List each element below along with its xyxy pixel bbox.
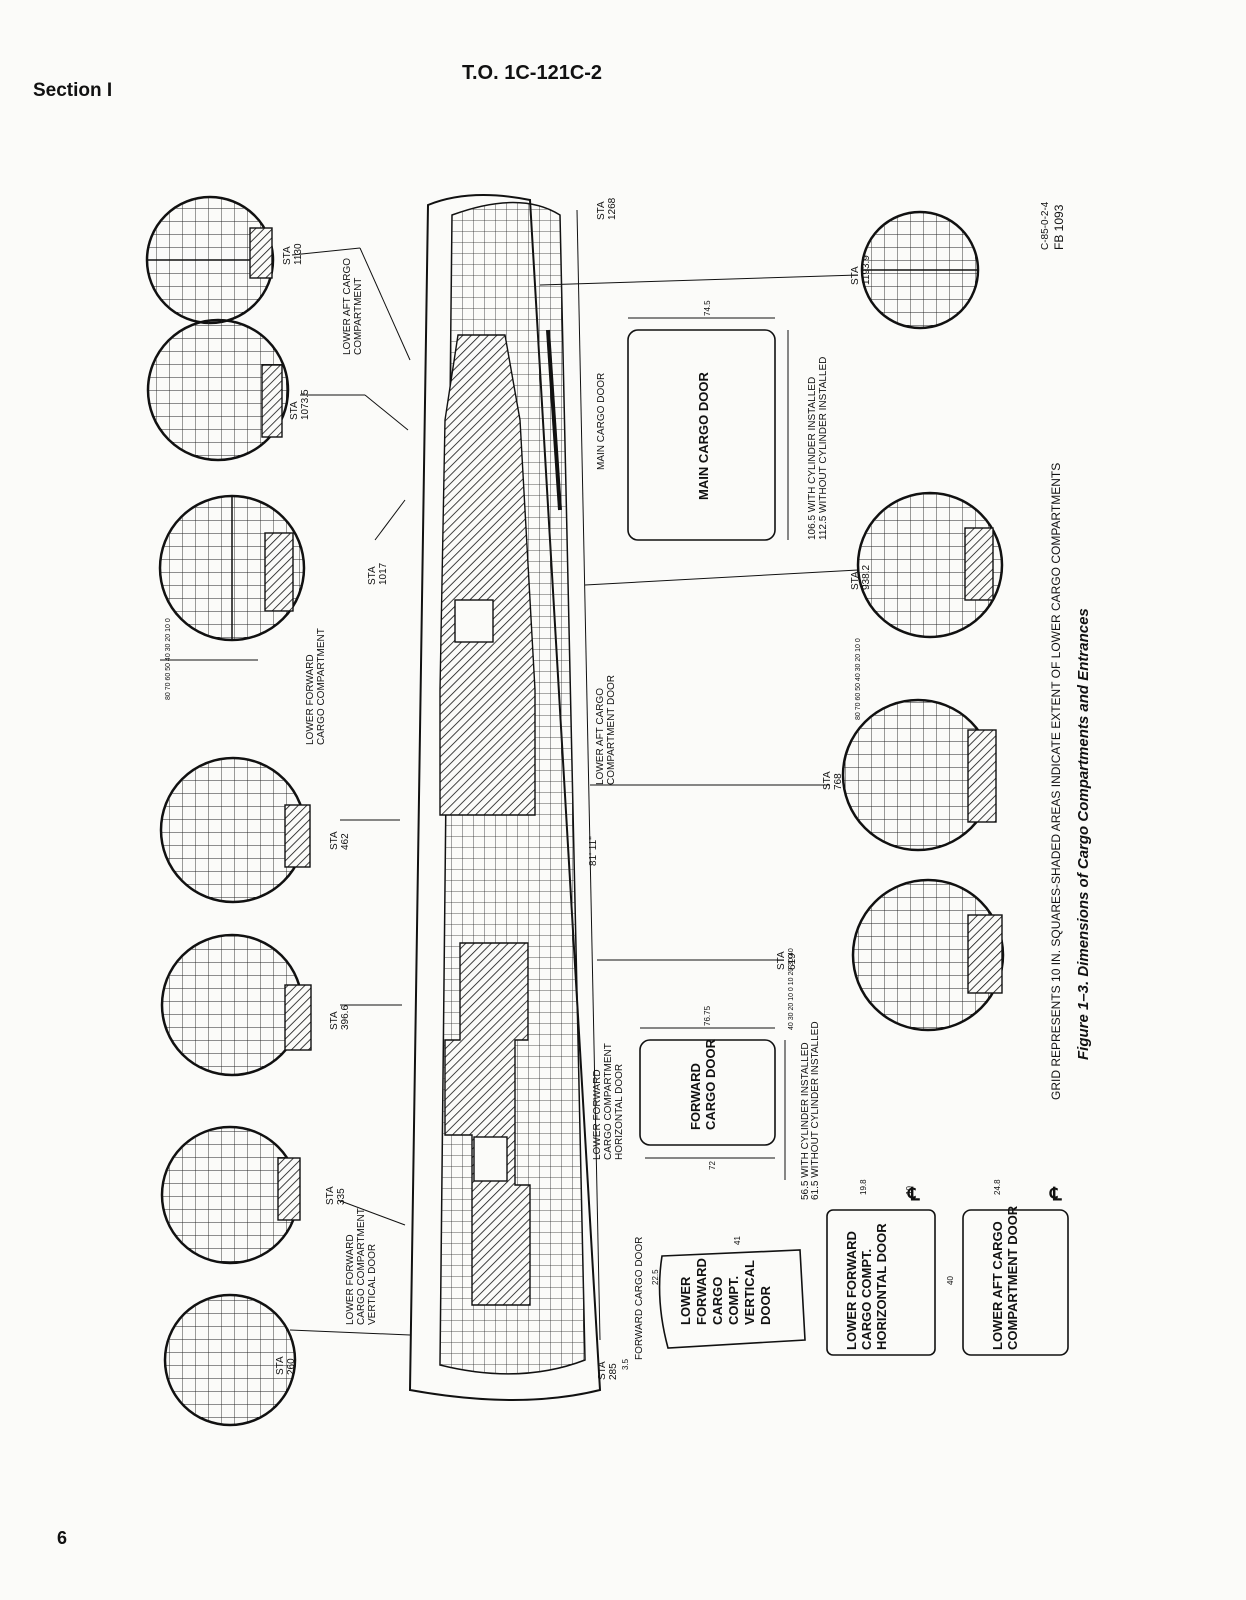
lower-fwd-horizontal-door-label: LOWER FORWARDCARGO COMPT.HORIZONTAL DOOR	[844, 1223, 889, 1350]
lower-fwd-vertical-door-detail: LOWERFORWARDCARGOCOMPT.VERTICALDOOR 22.5…	[621, 1236, 806, 1370]
lh-dim-10: 10	[905, 1186, 914, 1195]
fuselage-plan-view: 81' 11"	[408, 194, 602, 1401]
figure-caption: Figure 1–3. Dimensions of Cargo Compartm…	[1075, 608, 1092, 1060]
section-sta-1017: STA1017	[158, 494, 389, 642]
callout-lower-fwd-vertical-door: LOWER FORWARDCARGO COMPARTMENTVERTICAL D…	[345, 1208, 378, 1325]
sta-1268-label: STA1268	[596, 197, 618, 220]
main-door-label: MAIN CARGO DOOR	[696, 372, 711, 500]
section-sta-619: STA619	[776, 878, 1005, 1032]
sta-938-label: STA938.2	[850, 565, 872, 590]
callout-lower-aft-compartment: LOWER AFT CARGOCOMPARTMENT	[342, 258, 364, 355]
sta-1017-label: STA1017	[367, 562, 389, 585]
lv-dim-3-5: 3.5	[621, 1358, 630, 1370]
document-id: T.O. 1C-121C-2	[462, 62, 603, 84]
station-sections-top: STA1130 STA1073.5 STA1017 STA462 STA396.…	[145, 195, 389, 1427]
sta-335-label: STA335	[325, 1186, 347, 1205]
main-door-height-without: 112.5 WITHOUT CYLINDER INSTALLED	[818, 357, 829, 540]
overall-length: 81' 11"	[588, 836, 599, 866]
lower-aft-door-label: LOWER AFT CARGOCOMPARTMENT DOOR	[990, 1205, 1020, 1350]
fwd-door-width-bottom: 72	[708, 1161, 717, 1170]
sta-285-label: STA285	[597, 1361, 619, 1380]
section-sta-462: STA462	[159, 756, 351, 904]
lh-dim-19-8: 19.8	[859, 1179, 868, 1195]
scale-right: 80 70 60 50 40 30 20 10 0	[855, 638, 862, 720]
section-sta-1193: STA1193.9	[850, 210, 980, 330]
lower-fwd-horizontal-door-detail: LOWER FORWARDCARGO COMPT.HORIZONTAL DOOR…	[826, 1179, 936, 1356]
main-cargo-door-detail: 74.5 MAIN CARGO DOOR 106.5 WITH CYLINDER…	[627, 300, 829, 541]
main-door-width: 74.5	[703, 300, 712, 316]
callout-main-cargo-door: MAIN CARGO DOOR	[596, 373, 607, 470]
scale-cross-values: 40 30 20 10 0 10 20 30 40	[788, 948, 795, 1030]
sta-462-label: STA462	[329, 831, 351, 850]
lower-aft-door-opening	[454, 599, 494, 643]
fwd-door-width-top: 76.75	[703, 1005, 712, 1026]
sta-1073-label: STA1073.5	[289, 389, 311, 420]
fwd-door-height-with: 56.5 WITH CYLINDER INSTALLED	[800, 1042, 811, 1200]
lv-dim-41: 41	[733, 1236, 742, 1245]
forward-cargo-door-detail: 76.75 72 FORWARDCARGO DOOR 56.5 WITH CYL…	[639, 1005, 821, 1200]
lower-aft-compartment-area	[439, 334, 536, 816]
scale-right-values: 80 70 60 50 40 30 20 10 0	[855, 638, 862, 720]
section-sta-768: STA768	[822, 698, 997, 852]
sta-1193-label: STA1193.9	[850, 255, 872, 285]
section-sta-1130: STA1130	[145, 195, 304, 325]
station-sections-bottom: STA1193.9 STA938.2 STA768 STA619 STA1268…	[596, 197, 1005, 1380]
main-cargo-door-marker	[546, 329, 562, 511]
section-sta-396: STA396.6	[160, 933, 351, 1077]
section-sta-335: STA335	[160, 1125, 347, 1265]
sta-396-label: STA396.6	[329, 1005, 351, 1030]
callout-lower-fwd-horizontal-door: LOWER FORWARDCARGO COMPARTMENTHORIZONTAL…	[592, 1043, 625, 1160]
ref-code-2: FB 1093	[1052, 204, 1066, 250]
sta-768-label: STA768	[822, 771, 844, 790]
section-sta-260: STA260	[163, 1293, 297, 1427]
scale-left-values: 80 70 60 50 40 30 20 10 0	[165, 618, 172, 700]
callout-lower-aft-door: LOWER AFT CARGOCOMPARTMENT DOOR	[595, 675, 617, 785]
section-sta-938: STA938.2	[850, 491, 1004, 639]
section-label: Section I	[33, 80, 113, 101]
fwd-door-height-without: 61.5 WITHOUT CYLINDER INSTALLED	[810, 1021, 821, 1200]
sta-260-label: STA260	[275, 1356, 297, 1375]
ref-code-1: C-85-0-2-4	[1040, 201, 1051, 250]
scale-left: 80 70 60 50 40 30 20 10 0	[160, 618, 258, 700]
la-centerline-symbol: ℄	[1049, 1184, 1062, 1204]
section-sta-1073: STA1073.5	[146, 318, 311, 462]
callouts: LOWER AFT CARGOCOMPARTMENT LOWER FORWARD…	[305, 258, 645, 1360]
station-leader-lines	[289, 247, 859, 1336]
la-dim-40: 40	[946, 1276, 955, 1285]
lower-fwd-vertical-door-label: LOWERFORWARDCARGOCOMPT.VERTICALDOOR	[678, 1258, 773, 1325]
callout-lower-forward-compartment: LOWER FORWARDCARGO COMPARTMENT	[305, 628, 327, 745]
lv-dim-22-5: 22.5	[651, 1269, 660, 1285]
lower-fwd-horizontal-door-opening	[473, 1136, 508, 1182]
page-number: 6	[57, 1528, 68, 1548]
callout-forward-cargo-door: FORWARD CARGO DOOR	[634, 1237, 645, 1360]
lower-forward-compartment-area	[444, 942, 531, 1306]
scale-cross: 40 30 20 10 0 10 20 30 40	[788, 948, 795, 1030]
lh-centerline-symbol: ℄	[907, 1184, 920, 1204]
fwd-door-label: FORWARDCARGO DOOR	[688, 1038, 718, 1130]
grid-note: GRID REPRESENTS 10 IN. SQUARES-SHADED AR…	[1049, 463, 1063, 1100]
la-dim-24-8: 24.8	[993, 1179, 1002, 1195]
main-door-height-with: 106.5 WITH CYLINDER INSTALLED	[807, 377, 818, 540]
lower-aft-door-detail: LOWER AFT CARGOCOMPARTMENT DOOR 24.8 40 …	[946, 1179, 1069, 1356]
